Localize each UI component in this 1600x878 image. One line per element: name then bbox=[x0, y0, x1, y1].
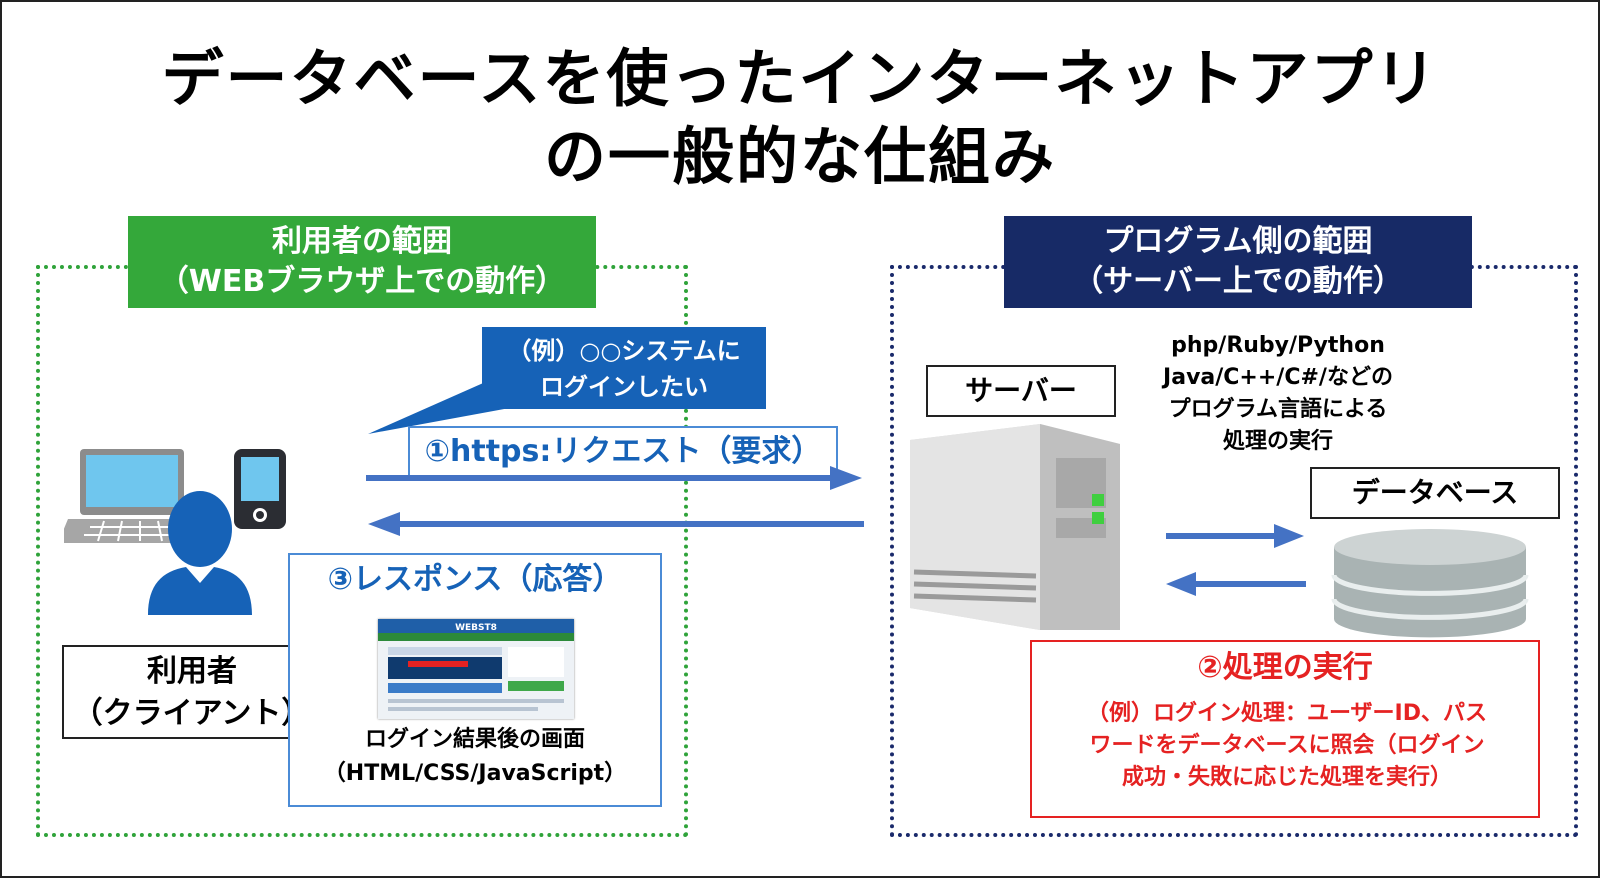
speech-bubble-tail bbox=[368, 380, 510, 434]
language-line2: Java/C++/C#/などの bbox=[1163, 365, 1393, 390]
language-line3: プログラム言語による bbox=[1168, 397, 1388, 422]
user-scope-label-line2: （WEBブラウザ上での動作） bbox=[158, 264, 566, 299]
user-label: 利用者 （クライアント） bbox=[62, 645, 322, 739]
response-panel: ③レスポンス（応答） WEBST8 ログイン結果後の画面 （HTML/CSS/J… bbox=[288, 553, 662, 807]
program-scope-label-line2: （サーバー上での動作） bbox=[1073, 264, 1403, 299]
query-arrow bbox=[1166, 524, 1304, 548]
language-line1: php/Ruby/Python bbox=[1171, 333, 1385, 358]
response-caption-line2: （HTML/CSS/JavaScript） bbox=[323, 761, 627, 786]
processing-title: ②処理の実行 bbox=[1197, 650, 1373, 685]
webpage-thumbnail: WEBST8 bbox=[378, 619, 574, 711]
program-scope-label-line1: プログラム側の範囲 bbox=[1103, 224, 1373, 259]
speech-bubble-line2: ログインしたい bbox=[540, 373, 708, 401]
http-arrows bbox=[366, 466, 864, 536]
laptop-icon bbox=[64, 449, 208, 543]
pda-icon bbox=[234, 449, 286, 529]
db-arrows bbox=[1166, 524, 1306, 596]
user-scope-label-line1: 利用者の範囲 bbox=[272, 224, 452, 259]
server-tower-icon bbox=[910, 424, 1120, 630]
program-scope-label: プログラム側の範囲 （サーバー上での動作） bbox=[1004, 216, 1472, 308]
response-arrow bbox=[368, 512, 864, 536]
login-result-screenshot: WEBST8 bbox=[378, 619, 574, 719]
result-arrow bbox=[1166, 572, 1306, 596]
request-arrow bbox=[366, 466, 862, 490]
speech-bubble-line1: （例）○○システムに bbox=[507, 337, 741, 365]
user-label-line1: 利用者 bbox=[147, 654, 237, 689]
language-list: php/Ruby/Python Java/C++/C#/などの プログラム言語に… bbox=[1128, 330, 1428, 458]
request-label: ①https:リクエスト（要求） bbox=[408, 426, 838, 478]
page-title-line1: データベースを使ったインターネットアプリ bbox=[161, 42, 1439, 115]
response-caption: ログイン結果後の画面 （HTML/CSS/JavaScript） bbox=[290, 723, 660, 791]
thumb-brand: WEBST8 bbox=[455, 623, 497, 633]
page-title-line2: の一般的な仕組み bbox=[543, 120, 1056, 193]
response-title: ③レスポンス（応答） bbox=[327, 562, 623, 597]
person-icon bbox=[148, 491, 252, 615]
user-label-line2: （クライアント） bbox=[72, 696, 312, 731]
user-scope-label: 利用者の範囲 （WEBブラウザ上での動作） bbox=[128, 216, 596, 308]
response-caption-line1: ログイン結果後の画面 bbox=[364, 727, 585, 752]
processing-panel: ②処理の実行 （例）ログイン処理：ユーザーID、パス ワードをデータベースに照会… bbox=[1030, 640, 1540, 818]
database-label: データベース bbox=[1310, 467, 1560, 519]
server-label: サーバー bbox=[926, 365, 1116, 417]
processing-desc-line2: ワードをデータベースに照会（ログイン bbox=[1089, 733, 1485, 758]
speech-bubble: （例）○○システムに ログインしたい bbox=[482, 327, 766, 409]
processing-desc-line3: 成功・失敗に応じた処理を実行） bbox=[1121, 765, 1452, 790]
language-line4: 処理の実行 bbox=[1222, 429, 1333, 454]
database-icon bbox=[1331, 529, 1529, 638]
processing-desc-line1: （例）ログイン処理：ユーザーID、パス bbox=[1086, 701, 1487, 726]
processing-description: （例）ログイン処理：ユーザーID、パス ワードをデータベースに照会（ログイン 成… bbox=[1042, 698, 1532, 794]
